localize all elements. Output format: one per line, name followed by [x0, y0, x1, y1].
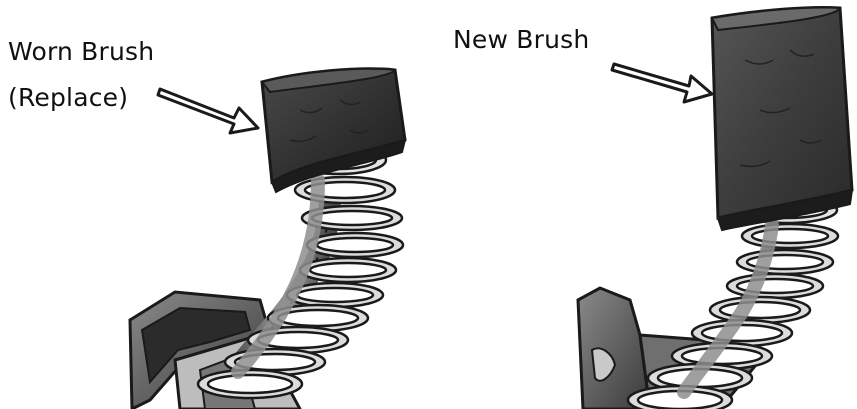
arrow-right-down-icon [158, 89, 258, 133]
arrow-right-down-icon [612, 64, 712, 102]
new-brush-label: New Brush [453, 25, 589, 55]
worn-brush-replace-label: (Replace) [8, 83, 128, 113]
new-carbon-block [712, 7, 852, 230]
worn-brush-assembly [130, 69, 405, 409]
worn-brush-label: Worn Brush [8, 37, 154, 67]
new-spring [628, 197, 838, 409]
new-brush-assembly [578, 7, 852, 409]
